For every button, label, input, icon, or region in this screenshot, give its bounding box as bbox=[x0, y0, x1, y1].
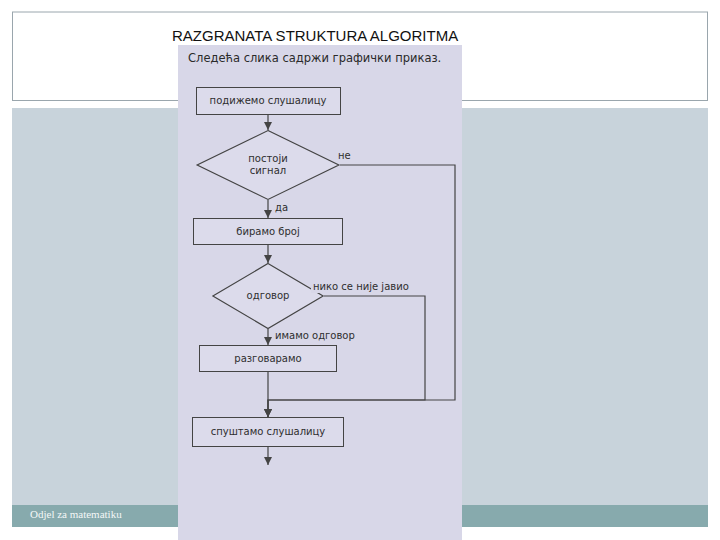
frame-line bbox=[12, 12, 13, 100]
flow-arrow bbox=[267, 329, 268, 345]
node-text: постоји сигнал bbox=[236, 153, 300, 177]
flow-arrow bbox=[267, 245, 268, 263]
text-group: бирамо број bbox=[236, 226, 299, 238]
text-group: разговарамо bbox=[234, 353, 301, 365]
decision-diamond: одговор bbox=[212, 263, 324, 329]
frame-line bbox=[707, 12, 708, 100]
text-group: постоји сигнал bbox=[236, 153, 300, 177]
edge-label: имамо одговор bbox=[273, 330, 357, 342]
node-text: подижемо слушалицу bbox=[210, 95, 327, 107]
node-text: одговор bbox=[247, 290, 290, 302]
diamond-shape bbox=[213, 264, 323, 329]
process-box: бирамо број bbox=[193, 218, 343, 245]
text-group: одговор bbox=[247, 290, 290, 302]
diamond-shape bbox=[197, 131, 339, 200]
book-heading: Следећа слика садржи графички приказ. bbox=[188, 51, 441, 65]
flow-arrow bbox=[267, 200, 268, 218]
edge-label: да bbox=[273, 202, 290, 214]
flow-arrow bbox=[267, 372, 268, 417]
text-group: подижемо слушалицу bbox=[210, 95, 327, 107]
decision-diamond: постоји сигнал bbox=[196, 130, 340, 200]
text-group: спуштамо слушалицу bbox=[211, 426, 326, 438]
node-text: бирамо број bbox=[236, 226, 299, 238]
node-text: спуштамо слушалицу bbox=[211, 426, 326, 438]
node-text: разговарамо bbox=[234, 353, 301, 365]
process-box: подижемо слушалицу bbox=[196, 87, 341, 115]
edge-label: не bbox=[336, 150, 353, 162]
footer-text: Odjel za matematiku bbox=[30, 508, 122, 520]
frame-line bbox=[12, 12, 708, 13]
slide-title: RAZGRANATA STRUKTURA ALGORITMA bbox=[172, 27, 458, 44]
flow-arrow bbox=[267, 115, 268, 130]
exit-arrow bbox=[267, 447, 268, 465]
process-box: разговарамо bbox=[199, 345, 337, 372]
book-photo: Следећа слика садржи графички приказ. под… bbox=[178, 45, 462, 540]
edge-label: нико се није јавио bbox=[311, 281, 411, 293]
process-box: спуштамо слушалицу bbox=[192, 417, 344, 447]
